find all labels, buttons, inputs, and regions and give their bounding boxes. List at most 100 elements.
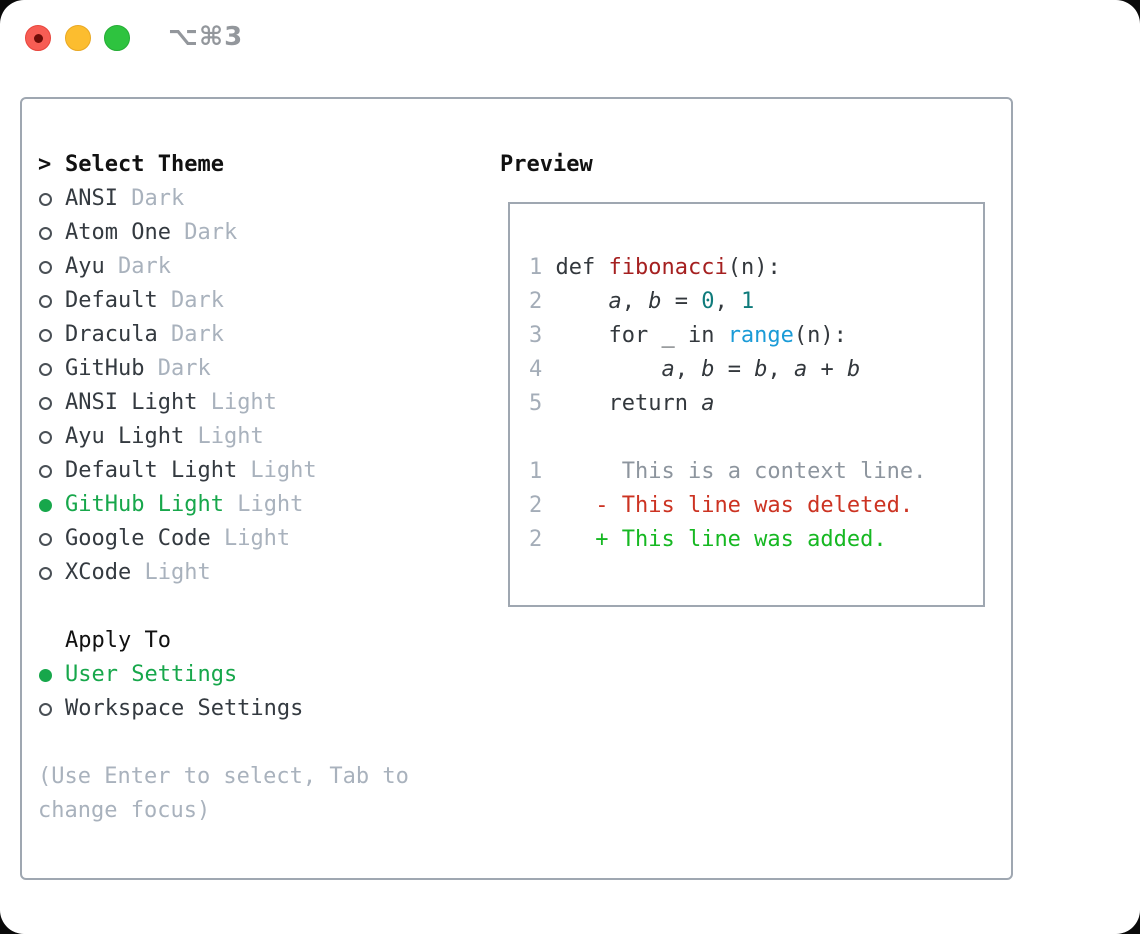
spacer: [38, 590, 468, 624]
radio-unselected-icon: [38, 294, 65, 308]
diff-line: 2 + This line was added.: [529, 527, 887, 552]
theme-name: Ayu: [65, 254, 105, 279]
hollow-circle-icon: [39, 260, 52, 274]
theme-item-ayu-light[interactable]: Ayu Light Light: [38, 420, 468, 454]
theme-variant-label: Dark: [104, 254, 171, 279]
zoom-button[interactable]: [104, 25, 130, 51]
hollow-circle-icon: [39, 328, 52, 342]
theme-item-github-light[interactable]: GitHub Light Light: [38, 488, 468, 522]
hollow-circle-icon: [39, 702, 52, 716]
theme-name: GitHub Light: [65, 492, 224, 517]
theme-name: ANSI Light: [65, 390, 198, 415]
preview-box: 1 def fibonacci(n): 2 a, b = 0, 1 3 for _ …: [508, 202, 985, 607]
theme-variant-label: Dark: [170, 220, 238, 245]
theme-variant-label: Light: [223, 492, 304, 517]
select-theme-header: > Select Theme: [38, 148, 468, 182]
theme-item-ayu[interactable]: Ayu Dark: [38, 250, 468, 284]
radio-unselected-icon: [38, 192, 65, 206]
radio-unselected-icon: [38, 260, 65, 274]
theme-variant-label: Light: [210, 526, 291, 551]
code-line: 1 def fibonacci(n):: [529, 255, 781, 280]
radio-unselected-icon: [38, 532, 65, 546]
theme-variant-label: Dark: [157, 322, 224, 347]
blank-line: [529, 421, 983, 455]
theme-item-atom-one[interactable]: Atom One Dark: [38, 216, 468, 250]
theme-variant-label: Dark: [144, 356, 211, 381]
theme-variant-label: Light: [197, 390, 277, 415]
theme-variant-label: Light: [184, 424, 264, 449]
theme-item-ansi[interactable]: ANSI Dark: [38, 182, 468, 216]
hollow-circle-icon: [39, 566, 52, 580]
radio-unselected-icon: [38, 396, 65, 410]
radio-unselected-icon: [38, 464, 65, 478]
theme-name: ANSI: [65, 186, 118, 211]
theme-name: Ayu Light: [65, 424, 185, 449]
hollow-circle-icon: [39, 226, 52, 240]
filled-circle-icon: [39, 668, 52, 682]
theme-variant-label: Light: [237, 458, 317, 483]
hollow-circle-icon: [39, 464, 52, 478]
apply-option-workspace-settings[interactable]: Workspace Settings: [38, 692, 468, 726]
theme-variant-label: Dark: [157, 288, 224, 313]
theme-item-github[interactable]: GitHub Dark: [38, 352, 468, 386]
close-dot-icon: [33, 33, 43, 43]
filled-circle-icon: [39, 498, 52, 512]
hollow-circle-icon: [39, 294, 52, 308]
theme-name: Atom One: [65, 220, 171, 245]
radio-unselected-icon: [38, 226, 65, 240]
close-button[interactable]: [25, 25, 51, 51]
apply-to-header: Apply To: [38, 624, 468, 658]
apply-option-label: Workspace Settings: [65, 696, 304, 721]
theme-name: Default Light: [65, 458, 238, 483]
apply-option-user-settings[interactable]: User Settings: [38, 658, 468, 692]
hollow-circle-icon: [39, 396, 52, 410]
minimize-button[interactable]: [65, 25, 91, 51]
hollow-circle-icon: [39, 362, 52, 376]
keyboard-shortcut-label: ⌥⌘3: [168, 22, 244, 52]
radio-unselected-icon: [38, 362, 65, 376]
theme-name: XCode: [65, 560, 132, 585]
radio-selected-icon: [38, 668, 65, 682]
theme-name: GitHub: [65, 356, 145, 381]
theme-item-xcode[interactable]: XCode Light: [38, 556, 468, 590]
theme-item-dracula[interactable]: Dracula Dark: [38, 318, 468, 352]
focus-arrow-icon: >: [38, 152, 52, 177]
diff-line: 2 - This line was deleted.: [529, 493, 914, 518]
radio-unselected-icon: [38, 566, 65, 580]
diff-line: 1 This is a context line.: [529, 459, 927, 484]
hint-text: (Use Enter to select, Tab to change focu…: [38, 764, 409, 823]
theme-name: Google Code: [65, 526, 211, 551]
theme-item-default[interactable]: Default Dark: [38, 284, 468, 318]
hollow-circle-icon: [39, 532, 52, 546]
radio-selected-icon: [38, 498, 65, 512]
select-theme-title: Select Theme: [65, 152, 224, 177]
radio-unselected-icon: [38, 328, 65, 342]
preview-title: Preview: [500, 152, 593, 177]
code-line: 5 return a: [529, 391, 715, 416]
theme-variant-label: Dark: [117, 186, 185, 211]
titlebar: ⌥⌘3: [0, 0, 1140, 76]
theme-item-default-light[interactable]: Default Light Light: [38, 454, 468, 488]
preview-header: Preview: [500, 148, 593, 182]
theme-name: Default: [65, 288, 158, 313]
theme-variant-label: Light: [131, 560, 211, 585]
radio-unselected-icon: [38, 430, 65, 444]
theme-item-ansi-light[interactable]: ANSI Light Light: [38, 386, 468, 420]
hollow-circle-icon: [39, 430, 52, 444]
theme-name: Dracula: [65, 322, 158, 347]
code-preview: 1 def fibonacci(n): 2 a, b = 0, 1 3 for _ …: [510, 204, 983, 557]
code-line: 2 a, b = 0, 1: [529, 289, 755, 314]
code-line: 3 for _ in range(n):: [529, 323, 847, 348]
preview-column: Preview 1 def fibonacci(n): 2 a, b = 0, 1…: [500, 148, 985, 607]
radio-unselected-icon: [38, 702, 65, 716]
hollow-circle-icon: [39, 192, 52, 206]
spacer: [38, 726, 468, 760]
theme-item-google-code[interactable]: Google Code Light: [38, 522, 468, 556]
apply-option-label: User Settings: [65, 662, 238, 687]
apply-to-title: Apply To: [65, 628, 171, 653]
